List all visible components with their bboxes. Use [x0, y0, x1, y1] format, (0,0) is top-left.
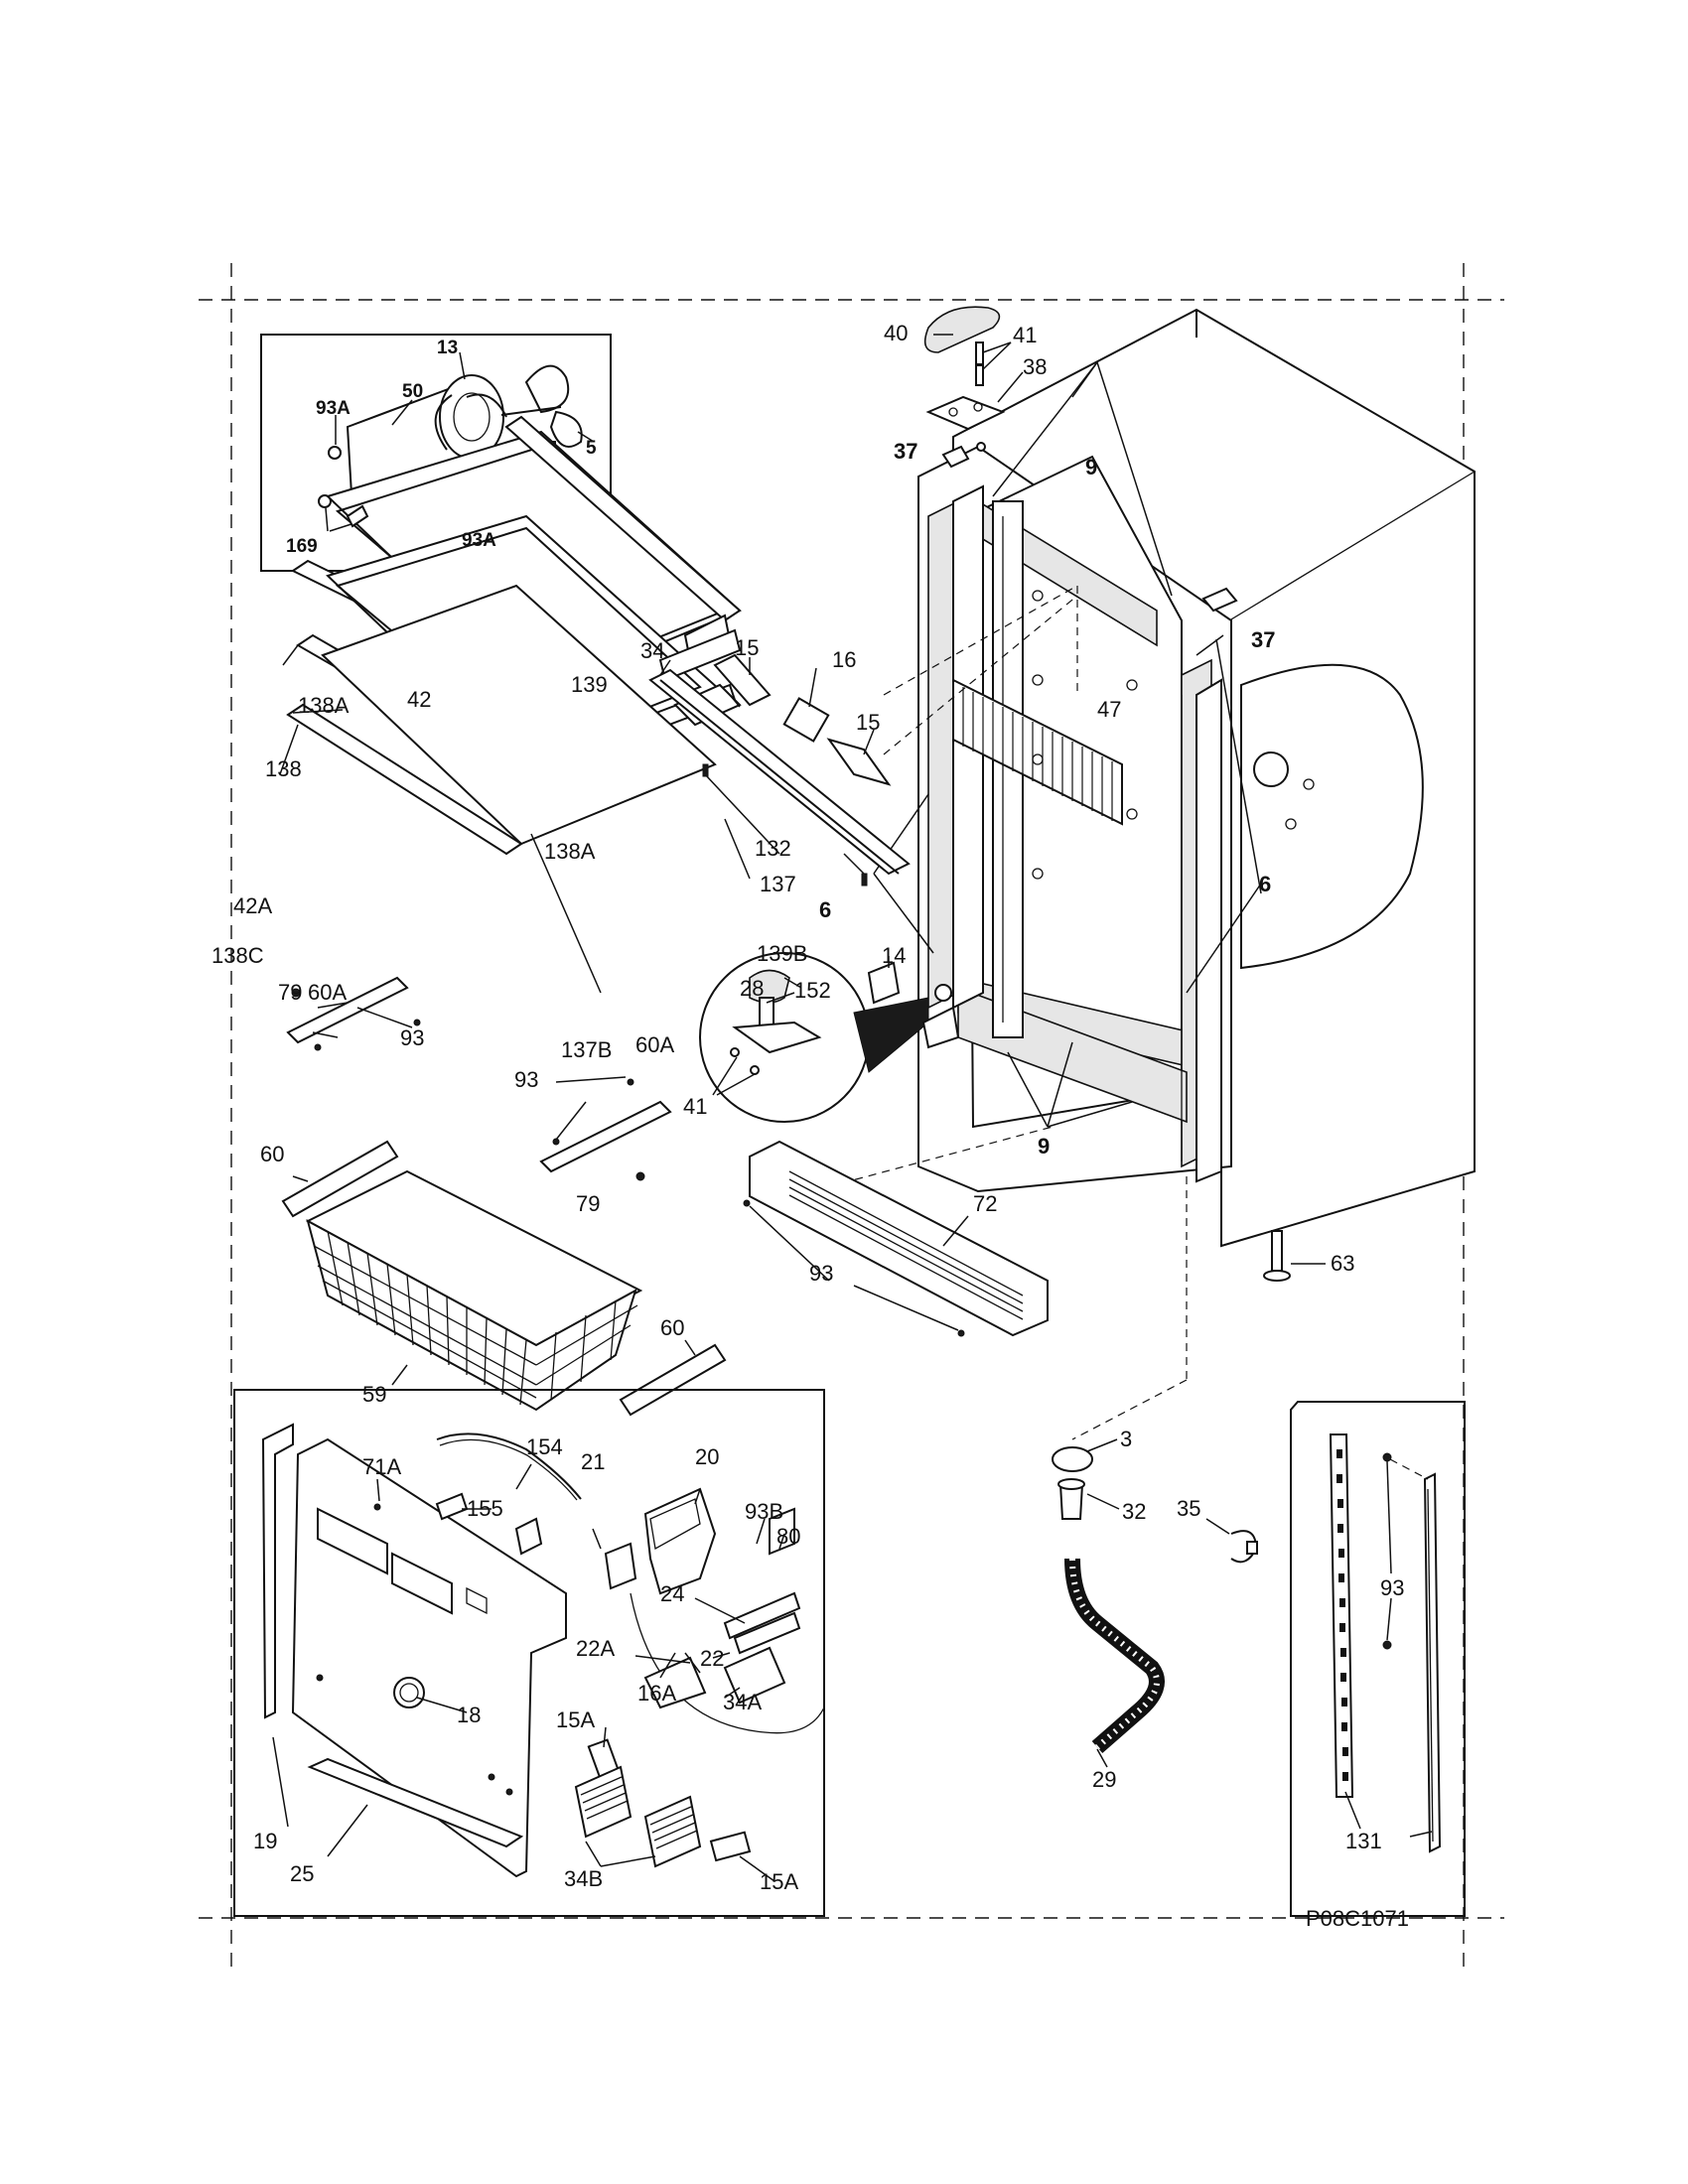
callout-137B: 137B	[561, 1037, 612, 1062]
callout-22A: 22A	[576, 1636, 615, 1661]
callout-42A: 42A	[233, 893, 272, 918]
callout-132: 132	[755, 836, 791, 861]
rail-inset	[1290, 1401, 1466, 1917]
callout-79: 79	[576, 1191, 600, 1216]
callout-34A: 34A	[723, 1690, 762, 1714]
callout-93A: 93A	[462, 530, 496, 551]
freezer-cabinet	[774, 308, 1476, 1440]
callout-9: 9	[1085, 455, 1097, 479]
basket-rails	[281, 1140, 727, 1417]
callout-60A: 60A	[635, 1032, 674, 1057]
callout-93: 93	[809, 1261, 833, 1286]
callout-3: 3	[1120, 1427, 1132, 1451]
callout-34B: 34B	[564, 1866, 603, 1891]
hinge-detail-circle	[699, 952, 960, 1123]
callout-16A: 16A	[637, 1681, 676, 1706]
callout-6: 6	[1259, 872, 1271, 896]
callout-16: 16	[832, 647, 856, 672]
callout-37: 37	[894, 439, 917, 464]
callout-35: 35	[1177, 1496, 1200, 1521]
callout-15: 15	[735, 635, 759, 660]
callout-93A: 93A	[316, 398, 351, 419]
callout-40: 40	[884, 321, 908, 345]
callout-32: 32	[1122, 1499, 1146, 1524]
shelf-assembly	[279, 415, 751, 994]
callout-15A: 15A	[760, 1869, 798, 1894]
callout-93: 93	[514, 1067, 538, 1092]
callout-19: 19	[253, 1829, 277, 1853]
callout-34: 34	[640, 638, 664, 663]
callout-93: 93	[400, 1025, 424, 1050]
callout-139: 139	[571, 672, 608, 697]
callout-138A: 138A	[298, 693, 350, 718]
callout-15: 15	[856, 710, 880, 735]
drain-assembly	[1052, 1438, 1165, 1768]
callout-60: 60	[260, 1142, 284, 1166]
kick-plate	[743, 1140, 1049, 1337]
callout-28: 28	[740, 976, 764, 1001]
callout-13: 13	[437, 338, 458, 358]
wire-clip	[1205, 1518, 1258, 1564]
callout-5: 5	[586, 438, 597, 459]
callout-labels: 40 41 38 37 9 37 13 50 93A 5 169 93A 34 …	[211, 321, 1409, 1931]
callout-21: 21	[581, 1449, 605, 1474]
control-panel-inset	[233, 1389, 825, 1917]
callout-42: 42	[407, 687, 431, 712]
callout-25: 25	[290, 1861, 314, 1886]
callout-60A: 60A	[308, 980, 347, 1005]
callout-41: 41	[1013, 323, 1037, 347]
callout-18: 18	[457, 1703, 481, 1727]
callout-154: 154	[526, 1434, 563, 1459]
callout-20: 20	[695, 1444, 719, 1469]
callout-138: 138	[265, 756, 302, 781]
callout-71A: 71A	[362, 1454, 401, 1479]
light-rail	[648, 653, 911, 887]
callout-93: 93	[1380, 1575, 1404, 1600]
callout-29: 29	[1092, 1767, 1116, 1792]
callout-14: 14	[882, 943, 906, 968]
callout-63: 63	[1331, 1251, 1354, 1276]
callout-138C: 138C	[211, 943, 264, 968]
callout-37: 37	[1251, 627, 1275, 652]
callout-60: 60	[660, 1315, 684, 1340]
callout-47: 47	[1097, 697, 1121, 722]
callout-79: 79	[278, 980, 302, 1005]
callout-15A: 15A	[556, 1707, 595, 1732]
callout-41: 41	[683, 1094, 707, 1119]
top-hinge	[923, 306, 1024, 452]
callout-169: 169	[286, 536, 318, 557]
shelf-slides	[286, 976, 672, 1181]
callout-131: 131	[1345, 1829, 1382, 1853]
callout-152: 152	[794, 978, 831, 1003]
callout-6: 6	[819, 897, 831, 922]
wire-basket	[305, 1169, 643, 1412]
drawing-code: P08C1071	[1306, 1906, 1409, 1931]
callout-38: 38	[1023, 354, 1047, 379]
callout-80: 80	[776, 1524, 800, 1549]
callout-9: 9	[1038, 1134, 1050, 1159]
callout-59: 59	[362, 1382, 386, 1407]
callout-155: 155	[467, 1496, 503, 1521]
evaporator-grille	[952, 678, 1123, 826]
callout-137: 137	[760, 872, 796, 896]
callout-22: 22	[700, 1646, 724, 1671]
callout-72: 72	[973, 1191, 997, 1216]
callout-138A: 138A	[544, 839, 596, 864]
leveling-leg	[1263, 1230, 1326, 1282]
callout-50: 50	[402, 381, 423, 402]
callout-24: 24	[660, 1581, 684, 1606]
callout-93B: 93B	[745, 1499, 783, 1524]
callout-139B: 139B	[757, 941, 807, 966]
